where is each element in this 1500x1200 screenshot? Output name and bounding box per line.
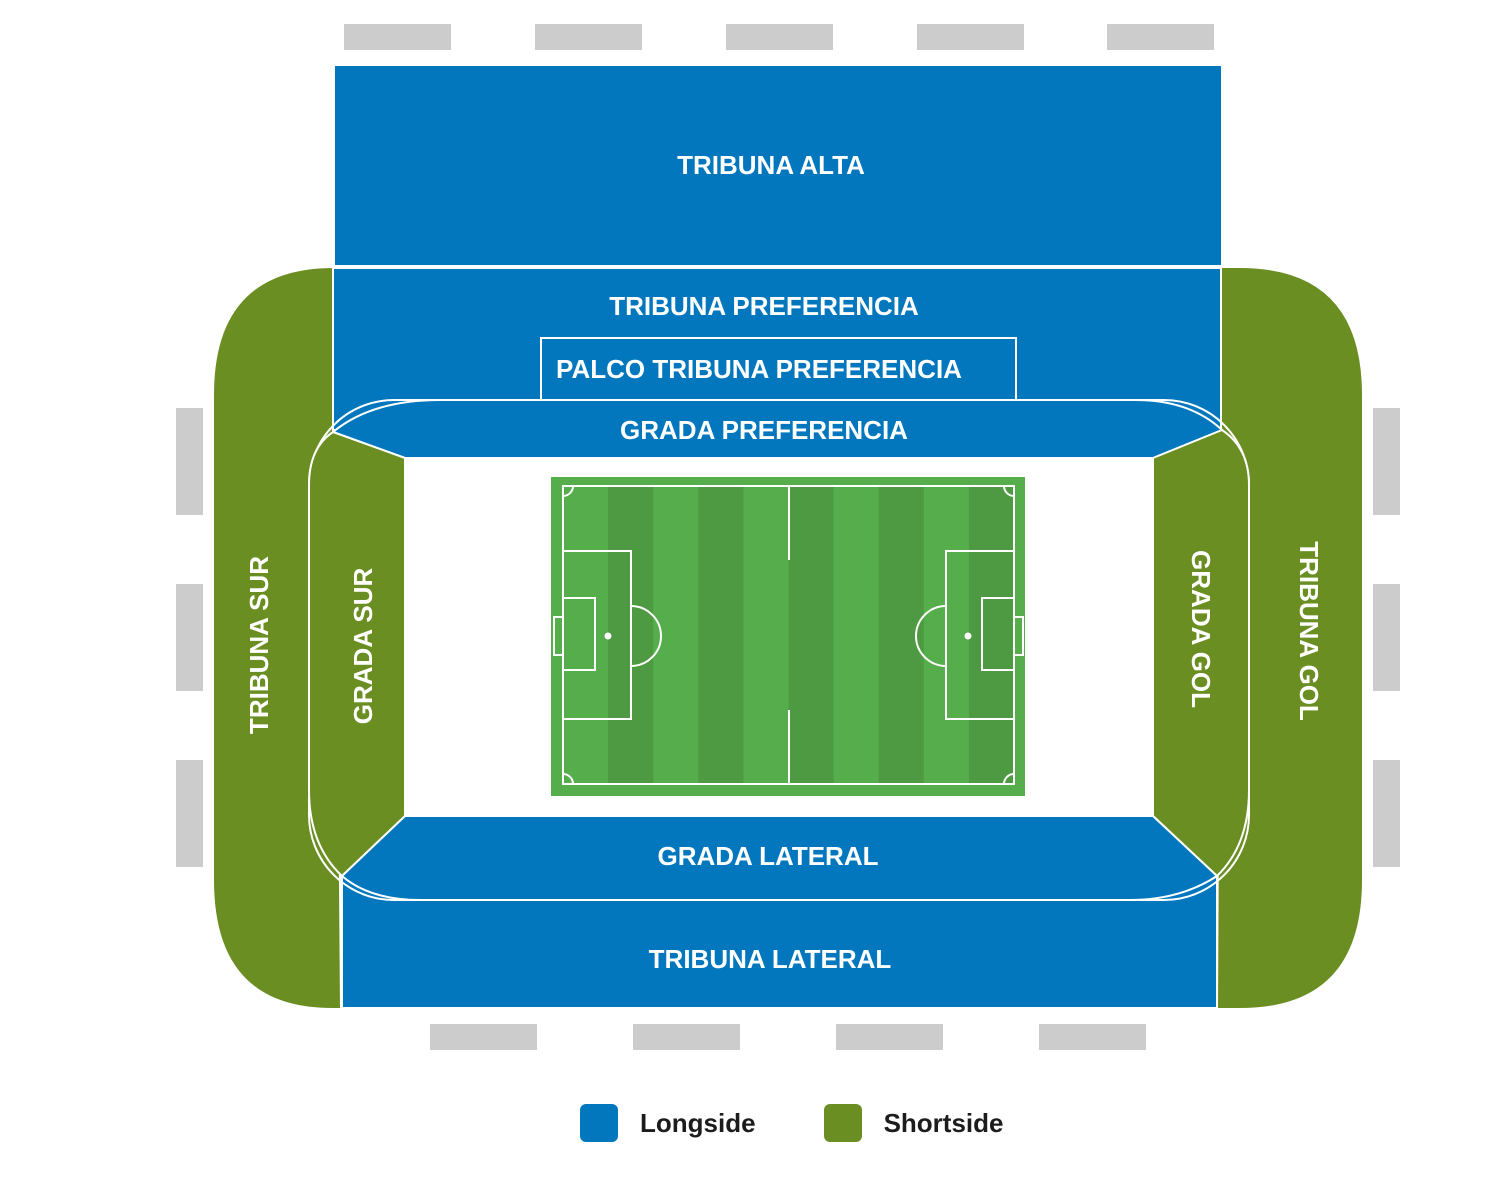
gate-bottom-3 [836,1024,943,1050]
label-tribuna-sur: TRIBUNA SUR [244,556,274,734]
gate-bottom-2 [633,1024,740,1050]
section-grada-sur[interactable] [308,430,406,878]
gate-left-2 [176,584,203,691]
gate-right-3 [1373,760,1400,867]
corner-arc-top-right [1003,485,1015,497]
left-goal [553,616,564,656]
right-penalty-arc [915,605,947,667]
label-grada-sur: GRADA SUR [348,568,378,725]
label-grada-preferencia: GRADA PREFERENCIA [620,415,908,445]
gate-top-1 [344,24,451,50]
gate-top-4 [917,24,1024,50]
pitch-stripe [968,486,1014,784]
gate-bottom-1 [430,1024,537,1050]
gate-bottom-4 [1039,1024,1146,1050]
legend-label-shortside: Shortside [883,1107,1004,1138]
label-tribuna-alta: TRIBUNA ALTA [677,150,865,180]
corner-arc-top-left [562,485,574,497]
section-grada-gol[interactable] [1152,428,1250,878]
right-penalty-spot [964,632,972,640]
shortside-swatch [823,1104,862,1142]
label-palco-tribuna-preferencia: PALCO TRIBUNA PREFERENCIA [556,354,962,384]
pitch-stripe [878,486,924,784]
section-tribuna-gol[interactable] [1218,268,1362,1008]
section-palco-tribuna-preferencia[interactable] [540,337,1017,401]
label-tribuna-lateral: TRIBUNA LATERAL [649,944,892,974]
gate-top-3 [726,24,833,50]
gate-top-2 [535,24,642,50]
section-tribuna-alta[interactable] [335,66,1221,265]
legend-item-shortside[interactable]: Shortside [823,1104,1004,1142]
label-tribuna-gol: TRIBUNA GOL [1294,541,1324,721]
section-grada-preferencia[interactable] [331,399,1224,459]
pitch-stripe [698,486,744,784]
corner-arc-bottom-left [562,773,574,785]
gate-top-5 [1107,24,1214,50]
gate-right-1 [1373,408,1400,515]
entrance-gates [176,24,1400,1050]
left-penalty-spot [604,632,612,640]
section-grada-lateral[interactable] [340,815,1219,901]
legend-item-longside[interactable]: Longside [580,1104,756,1142]
corner-arc-bottom-right [1003,773,1015,785]
longside-swatch [580,1104,618,1142]
legend: Longside Shortside [580,1104,1071,1142]
label-grada-lateral: GRADA LATERAL [658,841,879,871]
gate-left-3 [176,760,203,867]
pitch-markings [553,485,1024,785]
football-pitch [551,477,1025,796]
label-grada-gol: GRADA GOL [1186,550,1216,708]
gate-right-2 [1373,584,1400,691]
right-goal [1013,616,1024,656]
label-tribuna-preferencia: TRIBUNA PREFERENCIA [609,291,919,321]
left-penalty-arc [630,605,662,667]
legend-label-longside: Longside [640,1107,756,1138]
pitch-stripe [788,486,834,784]
gate-left-1 [176,408,203,515]
